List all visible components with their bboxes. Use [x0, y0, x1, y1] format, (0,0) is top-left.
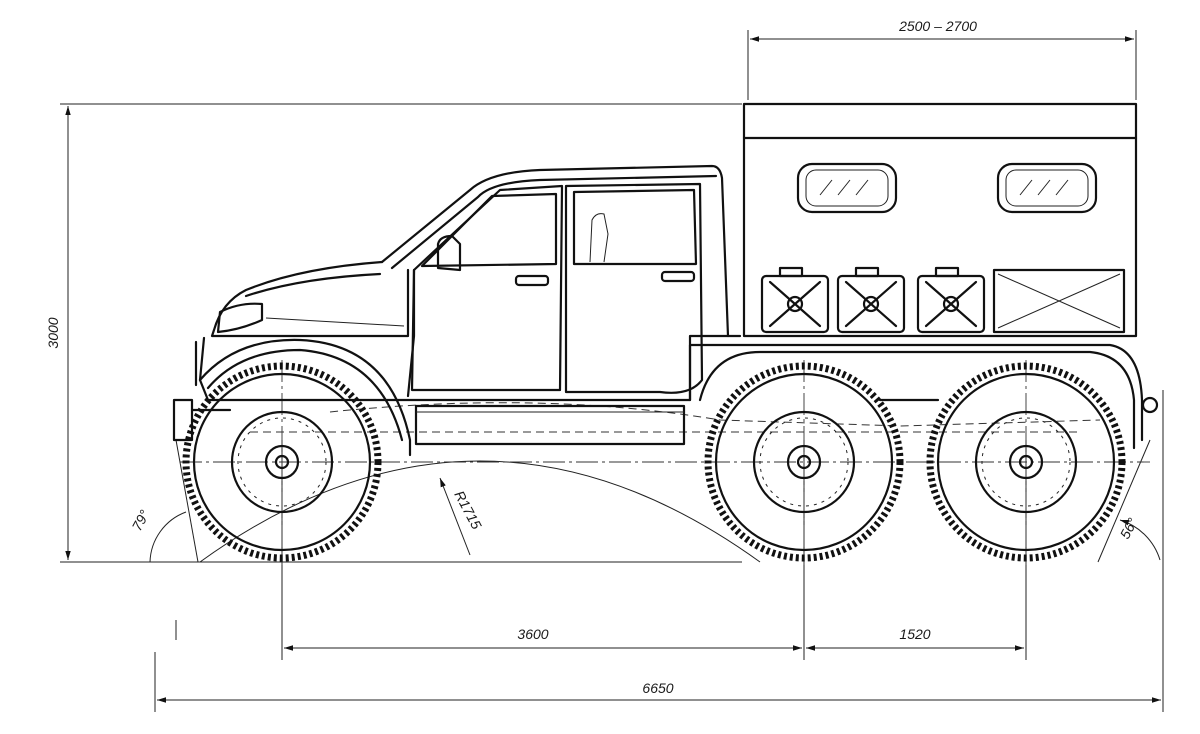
- middle-wheel: [704, 362, 904, 562]
- axle-centerlines: [180, 360, 1150, 565]
- front-door: [410, 184, 564, 392]
- ramp-arc: [199, 460, 761, 563]
- dim-body-length: 2500 – 2700: [898, 18, 977, 34]
- cargo-window-right: [996, 162, 1098, 214]
- rear-wheel: [926, 362, 1126, 562]
- storage-crate: [992, 268, 1126, 334]
- dim-approach-angle: 79°: [129, 507, 153, 534]
- side-mirror: [436, 234, 462, 272]
- jerry-can-2: [836, 266, 906, 334]
- rear-door: [564, 182, 704, 394]
- front-door-handle: [514, 274, 550, 287]
- dimension-lines: [65, 36, 1161, 703]
- jerry-can-3: [916, 266, 986, 334]
- dim-overall-height: 3000: [45, 317, 61, 348]
- side-step: [414, 404, 686, 446]
- cargo-box: [742, 102, 1138, 338]
- seat-headrest: [589, 213, 609, 263]
- cab-body: [172, 164, 742, 457]
- rear-door-handle: [660, 270, 696, 283]
- jerry-can-1: [760, 266, 830, 334]
- cargo-window-left: [796, 162, 898, 214]
- dim-wheelbase-rear: 1520: [899, 626, 930, 642]
- dim-overall-length: 6650: [642, 680, 673, 696]
- front-wheel: [182, 362, 382, 562]
- ground-and-angles: [140, 439, 1161, 563]
- chassis: [250, 343, 1159, 450]
- dim-wheelbase-front: 3600: [517, 626, 548, 642]
- dim-ramp-radius: R1715: [451, 488, 485, 532]
